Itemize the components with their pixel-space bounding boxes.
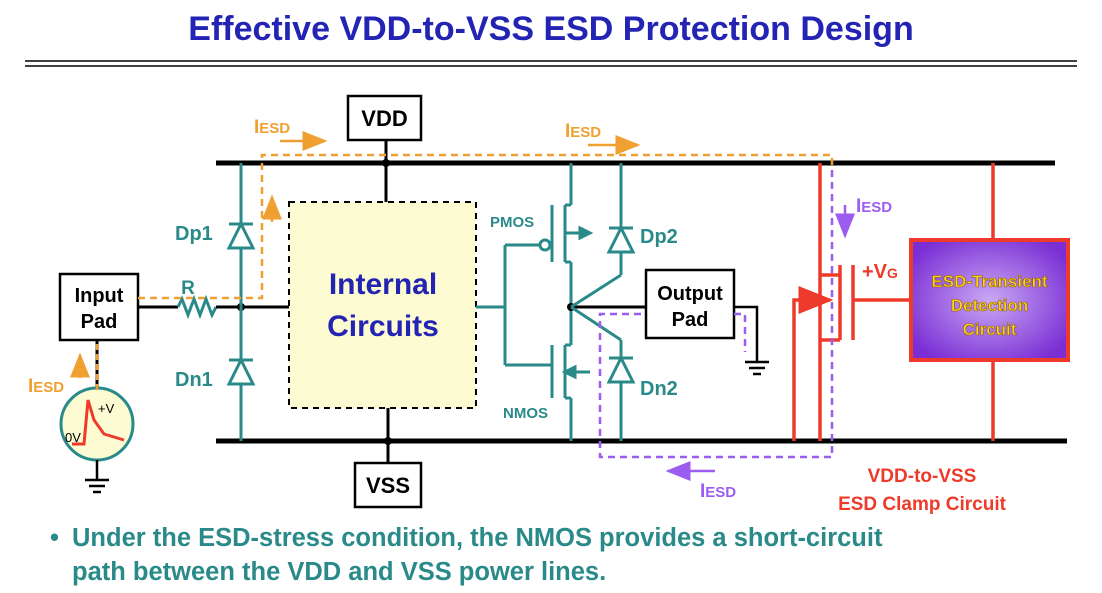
internal-label-1: Internal <box>329 268 437 301</box>
inverter-pmos <box>505 163 594 307</box>
internal-label-2: Circuits <box>327 310 439 343</box>
input-wiring <box>138 294 289 320</box>
detect-label-1: ESD-Transient <box>931 272 1048 291</box>
iesd-label-bottom: IESD <box>700 481 736 502</box>
output-pad-label-1: Output <box>657 283 723 305</box>
dp1-label: Dp1 <box>175 223 213 245</box>
esd-source: +V 0V <box>59 340 135 494</box>
input-pad: Input Pad <box>58 272 140 342</box>
internal-circuits-block: Internal Circuits <box>288 201 477 409</box>
input-pad-label-1: Input <box>75 285 124 307</box>
vss-label: VSS <box>366 473 410 498</box>
iesd-label-top-right: IESD <box>565 121 601 142</box>
input-pad-label-2: Pad <box>81 311 118 333</box>
diode-dn1 <box>226 307 256 441</box>
diode-dp2 <box>570 163 636 309</box>
clamp-nmos <box>792 163 995 441</box>
vg-label: +VG <box>862 261 898 283</box>
inverter-nmos <box>476 245 590 441</box>
resistor-symbol <box>176 294 218 320</box>
nmos-label: NMOS <box>503 405 548 422</box>
pmos-label: PMOS <box>490 214 534 231</box>
iesd-label-input: IESD <box>28 376 64 397</box>
vdd-box: VDD <box>346 94 423 202</box>
clamp-caption-2: ESD Clamp Circuit <box>838 494 1007 515</box>
source-plus-label: +V <box>98 401 115 416</box>
vdd-label: VDD <box>361 106 407 131</box>
page-title: Effective VDD-to-VSS ESD Protection Desi… <box>188 10 914 48</box>
output-pad-label-2: Pad <box>672 309 709 331</box>
resistor-label: R <box>181 278 195 299</box>
bullet-line-2: path between the VDD and VSS power lines… <box>72 558 607 586</box>
iesd-label-top-left: IESD <box>254 117 290 138</box>
detect-label-2: Detection <box>951 296 1028 315</box>
title-divider <box>25 60 1077 67</box>
dp2-label: Dp2 <box>640 226 678 248</box>
esd-path-purple <box>598 170 855 481</box>
dn1-label: Dn1 <box>175 369 213 391</box>
output-pad: Output Pad <box>644 268 769 376</box>
detect-label-3: Circuit <box>963 320 1017 339</box>
source-zero-label: 0V <box>65 430 81 445</box>
diode-dp1 <box>226 163 256 307</box>
bullet-dot-icon: • <box>50 524 59 552</box>
diode-dn2 <box>570 305 636 441</box>
bullet-line-1: Under the ESD-stress condition, the NMOS… <box>72 524 883 552</box>
bullet-text: • Under the ESD-stress condition, the NM… <box>50 521 1082 589</box>
iesd-label-clamp: IESD <box>856 196 892 217</box>
detection-circuit-block: ESD-Transient Detection Circuit <box>909 238 1070 362</box>
dn2-label: Dn2 <box>640 378 678 400</box>
vss-box: VSS <box>353 408 423 509</box>
esd-path-orange <box>70 131 834 390</box>
clamp-caption-1: VDD-to-VSS <box>868 466 977 487</box>
